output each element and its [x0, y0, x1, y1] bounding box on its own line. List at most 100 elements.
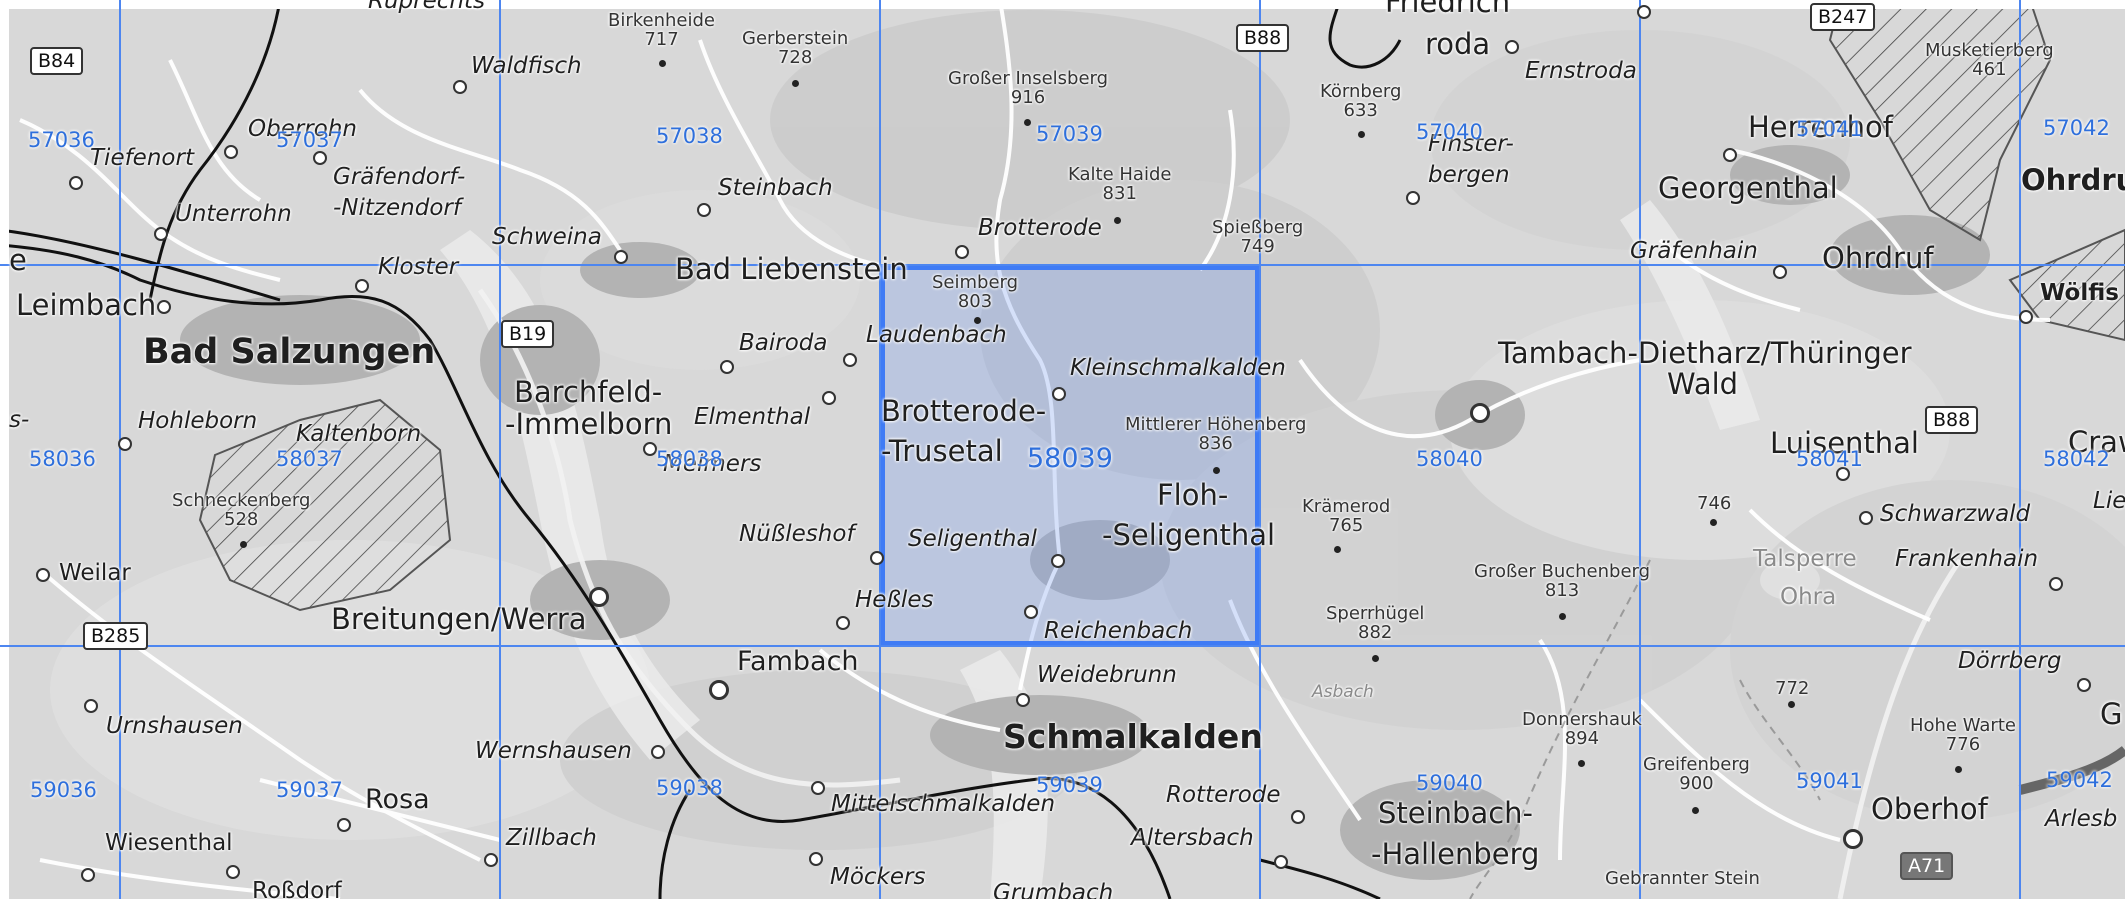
grid-cell-label[interactable]: 58042 — [2043, 447, 2110, 471]
place-label: Schwarzwald — [1880, 501, 2031, 527]
grid-cell-label[interactable]: 59037 — [276, 778, 343, 802]
peak-marker — [1692, 807, 1699, 814]
town-marker[interactable] — [36, 568, 50, 582]
place-label: Breitungen/Werra — [331, 602, 587, 636]
town-marker[interactable] — [226, 865, 240, 879]
town-marker[interactable] — [643, 442, 657, 456]
town-marker[interactable] — [809, 852, 823, 866]
town-marker[interactable] — [118, 437, 132, 451]
town-marker[interactable] — [2077, 678, 2091, 692]
town-marker[interactable] — [614, 250, 628, 264]
grid-cell-label[interactable]: 59038 — [656, 776, 723, 800]
place-label: Waldfisch — [471, 53, 582, 79]
peak-label: 772 — [1775, 679, 1809, 699]
selected-grid-cell[interactable] — [880, 265, 1260, 646]
peak-elevation: 746 — [1697, 493, 1732, 514]
peak-marker — [1559, 613, 1566, 620]
town-marker[interactable] — [1051, 554, 1065, 568]
town-marker[interactable] — [69, 176, 83, 190]
town-marker[interactable] — [2049, 577, 2063, 591]
town-marker[interactable] — [589, 587, 609, 607]
place-label: Craw — [2068, 425, 2125, 459]
place-label: Dörrberg — [1958, 648, 2062, 674]
grid-cell-label[interactable]: 58037 — [276, 447, 343, 471]
grid-cell-label[interactable]: 57039 — [1036, 122, 1103, 146]
town-marker[interactable] — [1274, 855, 1288, 869]
town-marker[interactable] — [843, 353, 857, 367]
town-marker[interactable] — [651, 745, 665, 759]
place-label: Frankenhain — [1895, 546, 2039, 572]
grid-cell-label[interactable]: 58040 — [1416, 447, 1483, 471]
peak-elevation: 461 — [1972, 58, 2007, 80]
town-marker[interactable] — [720, 360, 734, 374]
town-marker[interactable] — [1773, 265, 1787, 279]
place-label: Steinbach — [718, 175, 833, 201]
town-marker[interactable] — [811, 781, 825, 795]
place-label: Weidebrunn — [1037, 662, 1177, 688]
place-label: Ernstroda — [1525, 58, 1637, 84]
grid-cell-label[interactable]: 58038 — [656, 447, 723, 471]
town-marker[interactable] — [1024, 605, 1038, 619]
place-label: Gräfenhain — [1630, 238, 1758, 264]
town-marker[interactable] — [836, 616, 850, 630]
peak-name: Sperrhügel — [1326, 603, 1425, 624]
town-marker[interactable] — [81, 868, 95, 882]
town-marker[interactable] — [697, 203, 711, 217]
town-marker[interactable] — [822, 391, 836, 405]
place-label: Brotterode — [978, 215, 1102, 241]
grid-cell-label[interactable]: 58036 — [29, 447, 96, 471]
grid-cell-label[interactable]: 59039 — [1036, 773, 1103, 797]
place-label: G — [2100, 697, 2123, 731]
town-marker[interactable] — [1016, 693, 1030, 707]
grid-cell-label[interactable]: 59041 — [1796, 769, 1863, 793]
town-marker[interactable] — [1052, 387, 1066, 401]
town-marker[interactable] — [84, 699, 98, 713]
town-marker[interactable] — [453, 80, 467, 94]
town-marker[interactable] — [709, 680, 729, 700]
grid-cell-label[interactable]: 57036 — [28, 128, 95, 152]
peak-marker — [1788, 701, 1795, 708]
town-marker[interactable] — [955, 245, 969, 259]
town-marker[interactable] — [1291, 810, 1305, 824]
town-marker[interactable] — [313, 151, 327, 165]
grid-cell-label[interactable]: 59036 — [30, 778, 97, 802]
grid-cell-label[interactable]: 59040 — [1416, 771, 1483, 795]
town-marker[interactable] — [1859, 511, 1873, 525]
town-marker[interactable] — [1637, 5, 1651, 19]
town-marker[interactable] — [154, 227, 168, 241]
grid-cell-label[interactable]: 58041 — [1796, 447, 1863, 471]
town-marker[interactable] — [1723, 148, 1737, 162]
town-marker[interactable] — [1836, 467, 1850, 481]
peak-elevation: 528 — [224, 508, 259, 530]
peak-marker — [1114, 217, 1121, 224]
place-label: -Immelborn — [505, 407, 673, 441]
grid-cell-label[interactable]: 57041 — [1796, 117, 1863, 141]
place-label: Oberhof — [1871, 792, 1988, 826]
town-marker[interactable] — [484, 853, 498, 867]
grid-cell-label[interactable]: 59042 — [2046, 768, 2113, 792]
place-label: Wölfis — [2040, 280, 2119, 306]
place-label: Lie — [2093, 488, 2125, 514]
grid-cell-label[interactable]: 57037 — [276, 128, 343, 152]
town-marker[interactable] — [1470, 403, 1490, 423]
town-marker[interactable] — [224, 145, 238, 159]
town-marker[interactable] — [337, 818, 351, 832]
place-label: Georgenthal — [1658, 171, 1838, 205]
town-marker[interactable] — [870, 551, 884, 565]
place-label: -Nitzendorf — [333, 195, 461, 221]
town-marker[interactable] — [1406, 191, 1420, 205]
place-label: Talsperre — [1753, 546, 1857, 572]
grid-cell-label[interactable]: 57040 — [1416, 120, 1483, 144]
town-marker[interactable] — [1505, 40, 1519, 54]
town-marker[interactable] — [2019, 310, 2033, 324]
place-label: e — [9, 243, 27, 277]
town-marker[interactable] — [355, 279, 369, 293]
town-marker[interactable] — [1843, 829, 1863, 849]
grid-cell-label[interactable]: 57038 — [656, 124, 723, 148]
peak-marker — [659, 60, 666, 67]
town-marker[interactable] — [157, 300, 171, 314]
grid-cell-label-selected[interactable]: 58039 — [1027, 443, 1113, 474]
grid-cell-label[interactable]: 57042 — [2043, 116, 2110, 140]
place-label: Wiesenthal — [105, 830, 233, 856]
